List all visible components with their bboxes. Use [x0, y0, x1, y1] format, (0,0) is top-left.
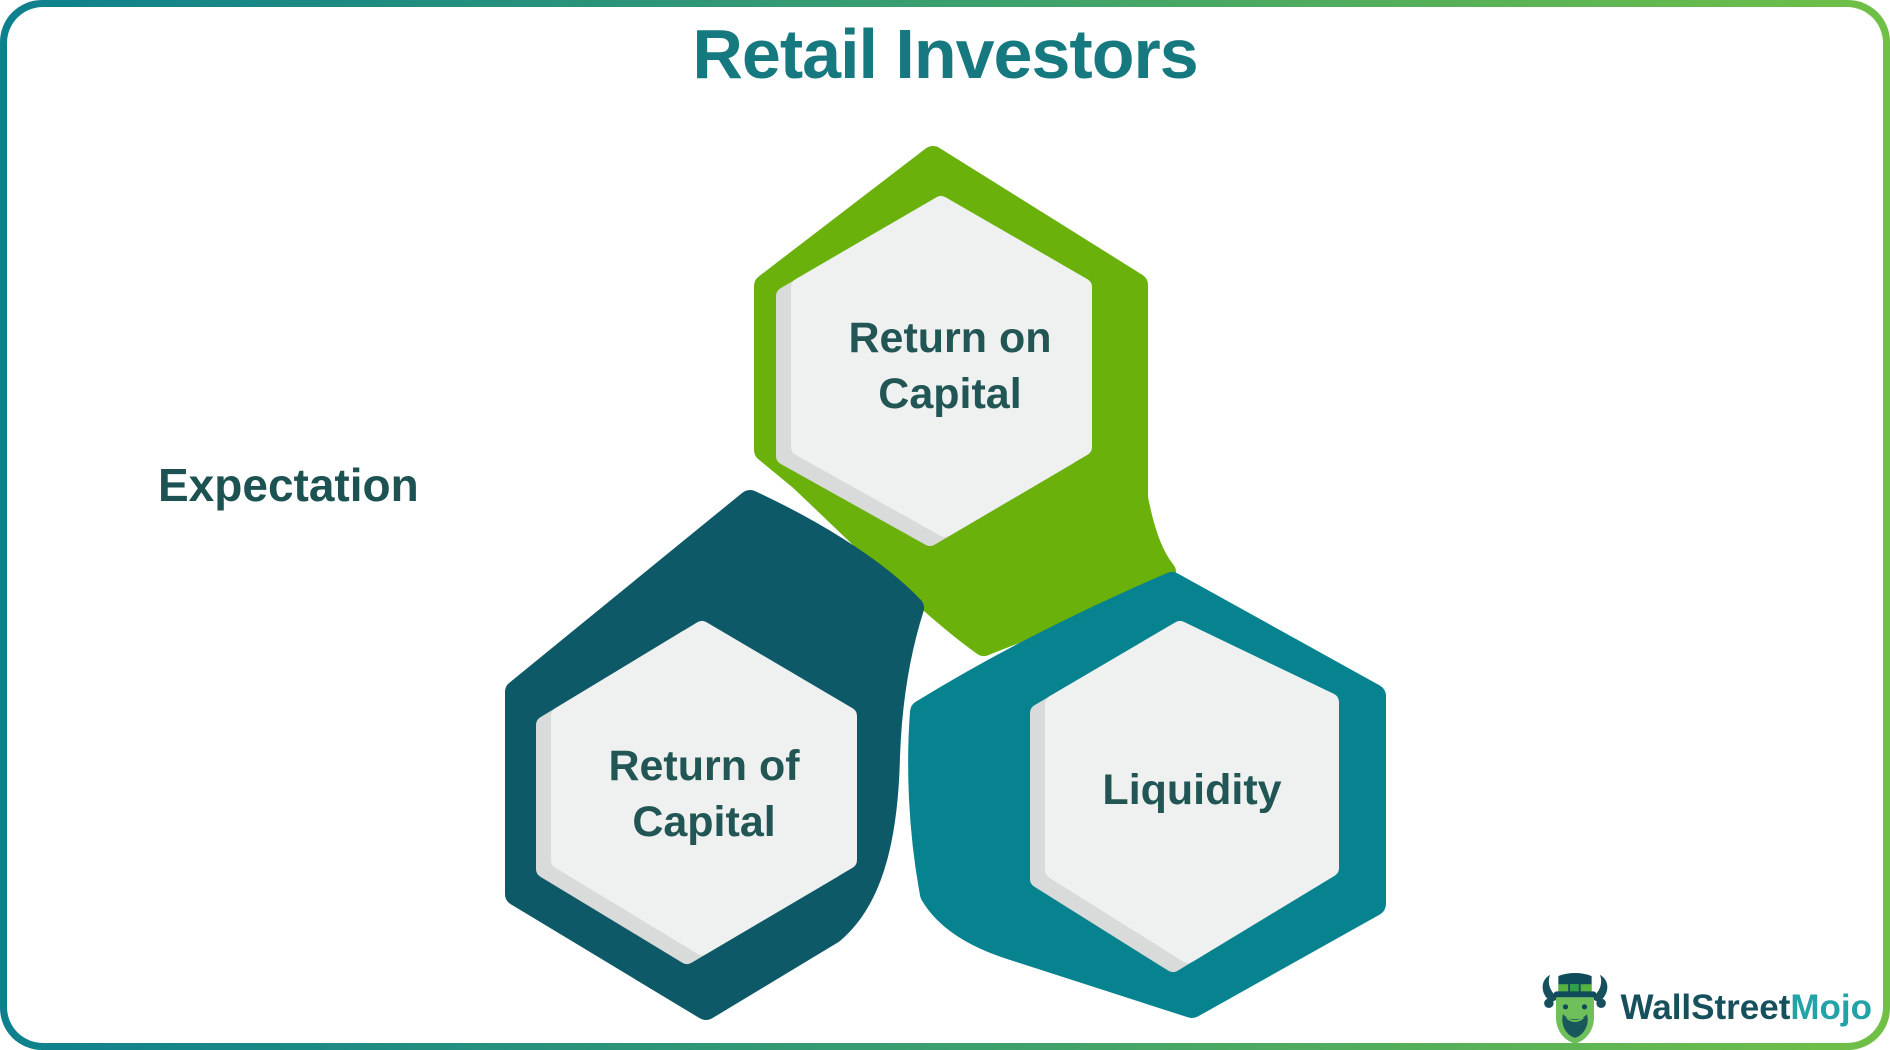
hexagon-return-of-capital — [505, 490, 924, 1020]
hexagon-return-on-capital — [754, 146, 1176, 656]
hexagon-return-on-capital-label-line1: Return on — [848, 314, 1052, 362]
hexagon-return-on-capital-inner — [791, 196, 1092, 537]
hexagon-liquidity-label: Liquidity — [1102, 762, 1281, 818]
logo-text-primary: WallStreet — [1620, 988, 1791, 1027]
bull-mascot-icon — [1542, 972, 1607, 1044]
hexagon-return-of-capital-label: Return of Capital — [608, 738, 799, 850]
hexagon-return-on-capital-label-line2: Capital — [878, 370, 1022, 418]
logo-text-secondary: Mojo — [1790, 988, 1872, 1027]
wallstreetmojo-logo-text: WallStreetMojo — [1621, 988, 1873, 1028]
page-title: Retail Investors — [692, 15, 1198, 93]
expectation-label: Expectation — [158, 459, 419, 511]
hexagon-return-of-capital-label-line1: Return of — [608, 742, 800, 790]
hexagon-liquidity-inner — [1045, 621, 1339, 963]
hexagon-liquidity — [908, 572, 1386, 1018]
hexagon-return-of-capital-label-line2: Capital — [632, 798, 776, 846]
wallstreetmojo-logo: WallStreetMojo — [1537, 970, 1873, 1046]
hexagon-return-of-capital-inner — [551, 621, 857, 955]
hexagon-return-on-capital-label: Return on Capital — [848, 310, 1051, 422]
hexagon-liquidity-label-line1: Liquidity — [1102, 766, 1282, 814]
